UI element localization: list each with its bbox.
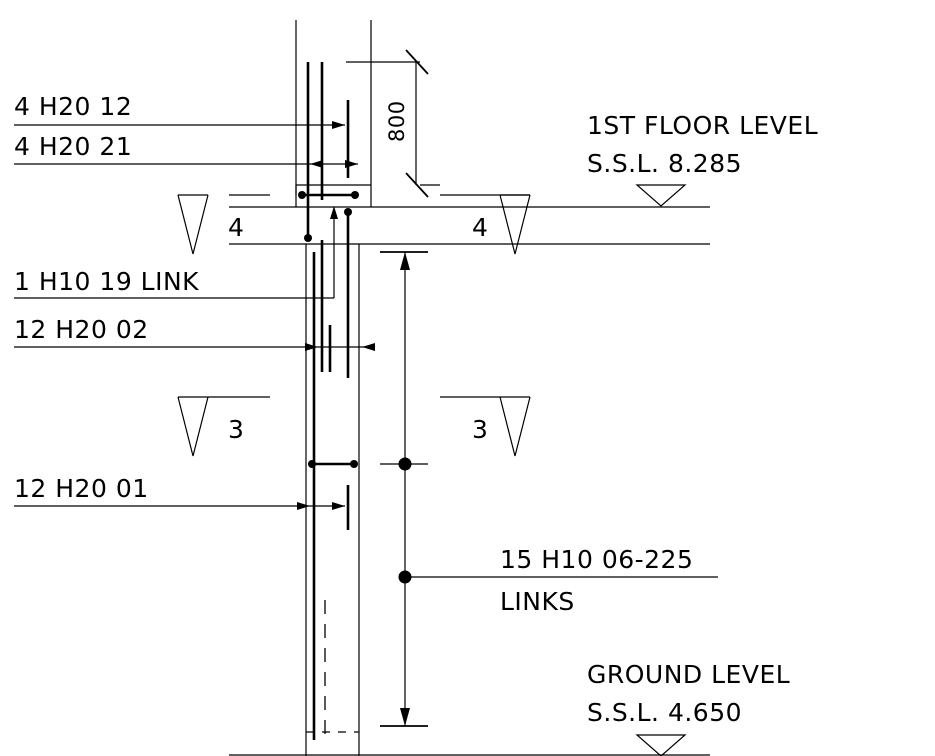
label-12h20-01: 12 H20 01 xyxy=(14,474,149,503)
kicker-bar xyxy=(298,191,359,242)
leader-4h20-21 xyxy=(14,160,358,168)
section-marker-4-right xyxy=(499,194,531,255)
leader-1h10-19-link xyxy=(14,206,338,299)
leader-4h20-12 xyxy=(14,121,345,129)
label-section-3-left: 3 xyxy=(228,415,244,444)
upper-column-bars xyxy=(306,62,350,240)
label-ground-title: GROUND LEVEL xyxy=(587,660,790,689)
column-link-bar xyxy=(308,460,358,468)
label-first-floor-ssl: S.S.L. 8.285 xyxy=(587,149,742,178)
label-4h20-21: 4 H20 21 xyxy=(14,132,132,161)
section-marker-3-left xyxy=(177,396,270,457)
first-floor-level-triangle xyxy=(635,184,687,207)
lower-column-bars xyxy=(312,212,350,740)
label-section-4-left: 4 xyxy=(228,213,244,242)
ground-level-triangle xyxy=(635,734,687,756)
leader-12h20-01 xyxy=(14,502,345,510)
label-12h20-02: 12 H20 02 xyxy=(14,315,149,344)
label-links-line2: LINKS xyxy=(500,587,575,616)
section-marker-4-left xyxy=(177,194,209,255)
label-first-floor-title: 1ST FLOOR LEVEL xyxy=(587,111,818,140)
label-dimension-800: 800 xyxy=(385,100,409,142)
label-ground-ssl: S.S.L. 4.650 xyxy=(587,698,742,727)
dimension-800 xyxy=(346,49,440,198)
slab-outline xyxy=(229,206,710,245)
upper-column-outline xyxy=(295,20,372,207)
leader-12h20-02 xyxy=(14,343,375,351)
label-links-line1: 15 H10 06-225 xyxy=(500,545,693,574)
label-4h20-12: 4 H20 12 xyxy=(14,92,132,121)
label-section-3-right: 3 xyxy=(472,415,488,444)
label-section-4-right: 4 xyxy=(472,213,488,242)
label-1h10-19-link: 1 H10 19 LINK xyxy=(14,267,199,296)
section-marker-3-right xyxy=(440,396,531,457)
storey-dimension xyxy=(380,251,718,727)
lower-column-outline xyxy=(305,244,360,756)
